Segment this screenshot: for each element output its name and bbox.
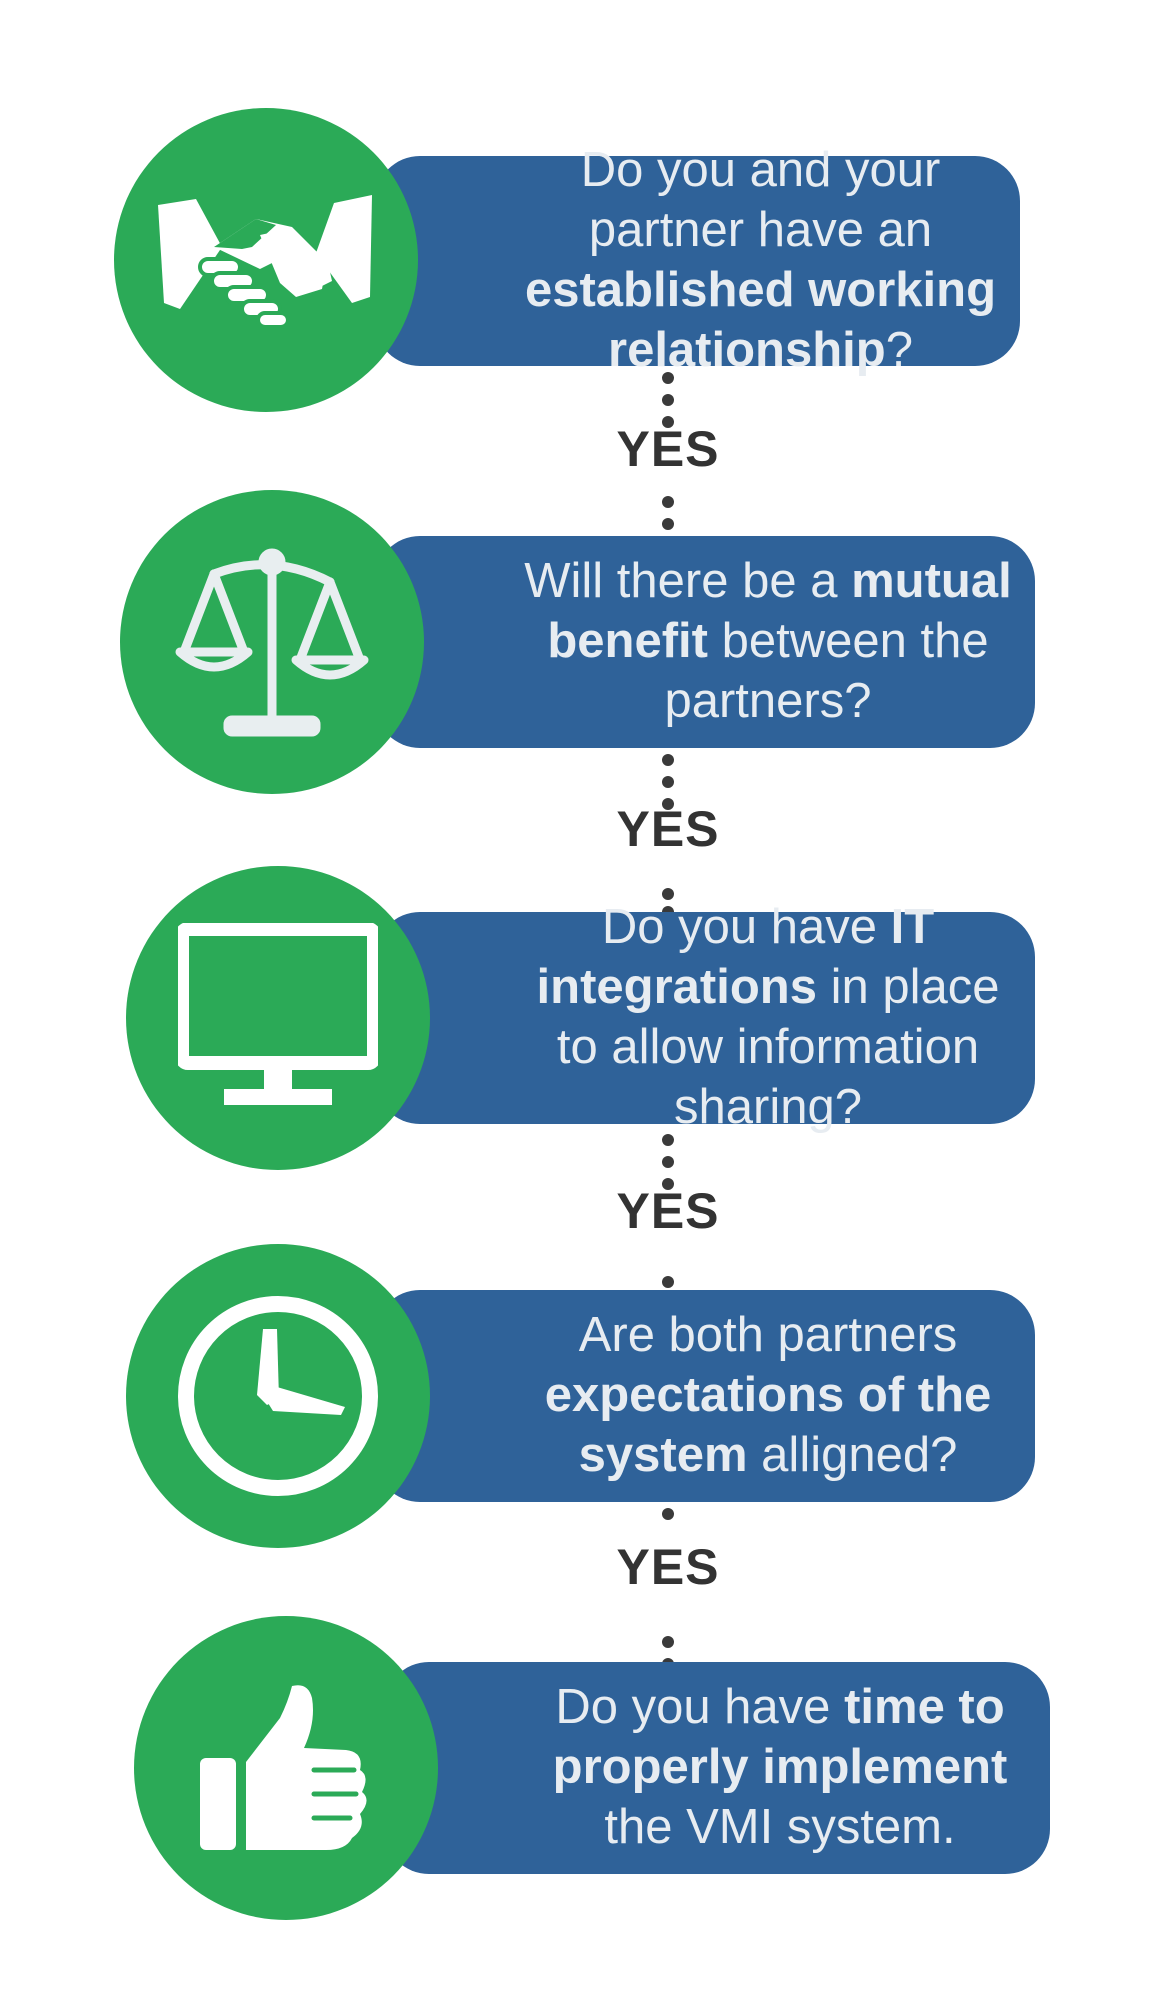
question-segment: between the partners? (664, 614, 989, 728)
question-emphasis: time to properly implement (552, 1680, 1008, 1795)
clock-icon (178, 1296, 378, 1496)
question-segment: the VMI system. (604, 1799, 956, 1854)
question-box-4: Are both partners expectations of the sy… (375, 1290, 1035, 1502)
icon-circle-2 (120, 490, 424, 794)
question-emphasis: established working relationship (524, 263, 997, 377)
yes-label-3: YES (616, 1183, 720, 1239)
question-box-3: Do you have IT integrations in place to … (375, 900, 1035, 1134)
question-text-2: Will there be a mutual benefit between t… (375, 552, 1035, 731)
question-segment: alligned? (747, 1427, 958, 1482)
question-segment: ? (885, 322, 913, 377)
yes-label-4: YES (616, 1539, 720, 1595)
question-text-3: Do you have IT integrations in place to … (375, 898, 1035, 1137)
yes-label-1: YES (616, 421, 720, 477)
question-segment: Will there be a (524, 554, 852, 609)
question-segment: Do you have (601, 900, 891, 955)
monitor-icon (178, 923, 378, 1105)
icon-circle-4 (126, 1244, 430, 1548)
question-segment: Are both partners (578, 1308, 958, 1363)
question-segment: Do you have (555, 1680, 845, 1735)
yes-label-2: YES (616, 801, 720, 857)
question-text-4: Are both partners expectations of the sy… (375, 1306, 1035, 1485)
icon-circle-3 (126, 866, 430, 1170)
handshake-icon (158, 195, 372, 329)
question-emphasis: expectations of the system (544, 1368, 992, 1482)
icon-circle-5 (134, 1616, 438, 1920)
scales-icon (175, 548, 369, 737)
icon-circle-1 (114, 108, 418, 412)
question-text-1: Do you and your partner have an establis… (375, 141, 1020, 380)
question-segment: in place to allow information sharing? (556, 960, 1000, 1134)
thumbs-up-icon (200, 1685, 367, 1850)
question-box-1: Do you and your partner have an establis… (375, 143, 1020, 377)
question-text-5: Do you have time to properly implement t… (384, 1678, 1050, 1857)
question-box-2: Will there be a mutual benefit between t… (375, 536, 1035, 748)
question-emphasis: mutual benefit (547, 554, 1012, 669)
question-box-5: Do you have time to properly implement t… (384, 1662, 1050, 1874)
question-emphasis: IT integrations (536, 900, 935, 1015)
question-segment: Do you and your partner have an (580, 143, 941, 258)
